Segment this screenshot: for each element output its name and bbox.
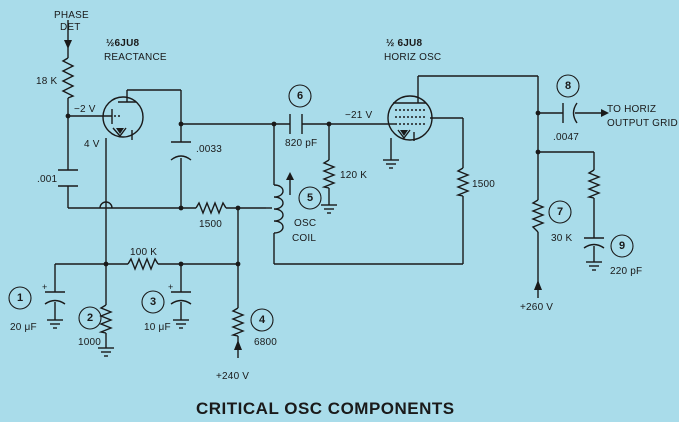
ground-tube2: [383, 159, 399, 169]
resistor-18k: [61, 57, 75, 99]
labels: PHASE DET 18 K −2 V 4 V ½6JU8 REACTANCE …: [10, 10, 678, 382]
label-coil: COIL: [292, 233, 316, 244]
label-plus260v: +260 V: [520, 302, 553, 313]
label-tube2-function: HORIZ OSC: [384, 52, 441, 63]
capacitor-20u-plate-b: [44, 299, 66, 305]
svg-text:2: 2: [87, 312, 93, 324]
label-30k: 30 K: [551, 233, 573, 244]
callout-2: 2: [78, 306, 102, 330]
callout-9: 9: [610, 234, 634, 258]
label-c820: 820 pF: [285, 138, 317, 149]
label-1500a: 1500: [199, 219, 222, 230]
label-c0033: .0033: [196, 144, 222, 155]
label-output-grid: OUTPUT GRID: [607, 118, 678, 129]
phase-input-arrow: [64, 40, 72, 49]
svg-text:6: 6: [297, 90, 303, 102]
label-18k: 18 K: [36, 76, 58, 87]
capacitor-0033-plate-b: [170, 155, 192, 161]
supply-240-arrow: [234, 340, 242, 350]
osc-coil: [266, 172, 294, 234]
label-1500b: 1500: [472, 179, 495, 190]
callout-1: 1: [8, 286, 32, 310]
resistor-branch-9: [586, 169, 601, 199]
label-6800: 6800: [254, 337, 277, 348]
label-minus21v: −21 V: [345, 110, 373, 121]
figure-title: CRITICAL OSC COMPONENTS: [196, 399, 455, 418]
svg-text:8: 8: [565, 80, 571, 92]
label-c20u: 20 μF: [10, 322, 37, 333]
label-tube1-name: ½6JU8: [106, 38, 139, 49]
label-det: DET: [60, 22, 81, 33]
svg-text:1: 1: [17, 292, 23, 304]
polarity-plus-20u: +: [42, 282, 47, 292]
label-phase: PHASE: [54, 10, 89, 21]
label-4v: 4 V: [84, 139, 100, 150]
ground-220: [586, 261, 602, 271]
svg-text:9: 9: [619, 240, 625, 252]
label-100k: 100 K: [130, 247, 157, 258]
ground-120k: [321, 204, 337, 214]
svg-text:5: 5: [307, 192, 313, 204]
label-plus240v: +240 V: [216, 371, 249, 382]
callout-7: 7: [548, 200, 572, 224]
polarity-plus-10u: +: [168, 282, 173, 292]
label-c001: .001: [37, 174, 58, 185]
tube-horiz-osc: [387, 95, 433, 141]
label-tube1-function: REACTANCE: [104, 52, 167, 63]
supply-260-arrow: [534, 280, 542, 290]
callout-5: 5: [298, 186, 322, 210]
capacitor-10u-plate-b: [170, 299, 192, 305]
callout-6: 6: [288, 84, 312, 108]
resistor-1000: [98, 304, 113, 334]
capacitor-0047-plate-b: [572, 102, 578, 124]
svg-text:4: 4: [259, 314, 266, 326]
output-arrow: [601, 109, 609, 117]
svg-text:3: 3: [150, 296, 156, 308]
resistor-120k: [321, 159, 336, 189]
resistor-1500a: [195, 201, 227, 215]
callout-4: 4: [250, 308, 274, 332]
capacitor-220-plate-b: [583, 243, 605, 249]
callout-3: 3: [141, 290, 165, 314]
label-c0047: .0047: [553, 132, 579, 143]
label-c220: 220 pF: [610, 266, 642, 277]
callout-8: 8: [556, 74, 580, 98]
ground-1000: [98, 347, 114, 357]
label-1000: 1000: [78, 337, 101, 348]
resistor-6800: [230, 307, 245, 337]
junction-dots: [65, 110, 541, 267]
resistor-30k: [531, 199, 545, 233]
label-tube2-name: ½ 6JU8: [386, 38, 422, 49]
label-120k: 120 K: [340, 170, 367, 181]
tube-reactance: [102, 96, 144, 140]
ground-10u: [173, 319, 189, 329]
label-osc: OSC: [294, 218, 316, 229]
ground-20u: [47, 319, 63, 329]
resistor-1500b: [455, 167, 470, 197]
label-to-horiz: TO HORIZ: [607, 104, 656, 115]
label-c10u: 10 μF: [144, 322, 171, 333]
resistor-100k: [127, 257, 159, 271]
label-minus2v: −2 V: [74, 104, 96, 115]
svg-text:7: 7: [557, 206, 563, 218]
